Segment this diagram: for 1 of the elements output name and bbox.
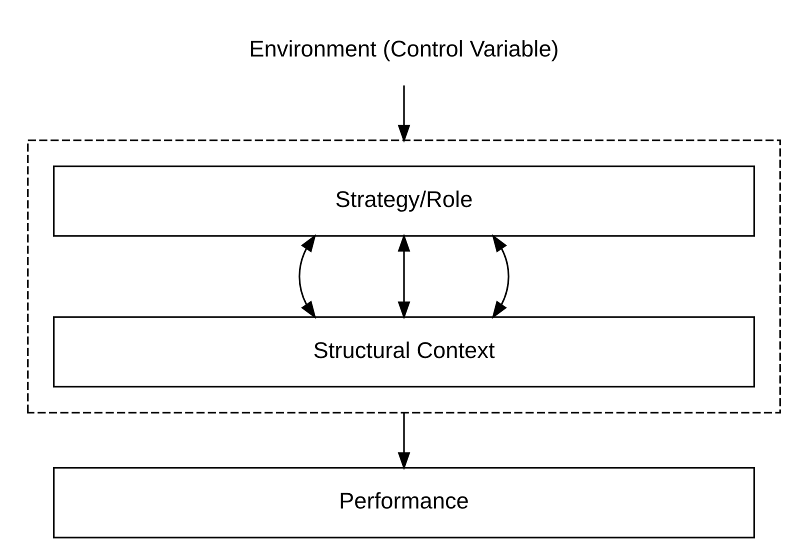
node-text: Environment (Control Variable) — [249, 34, 559, 61]
